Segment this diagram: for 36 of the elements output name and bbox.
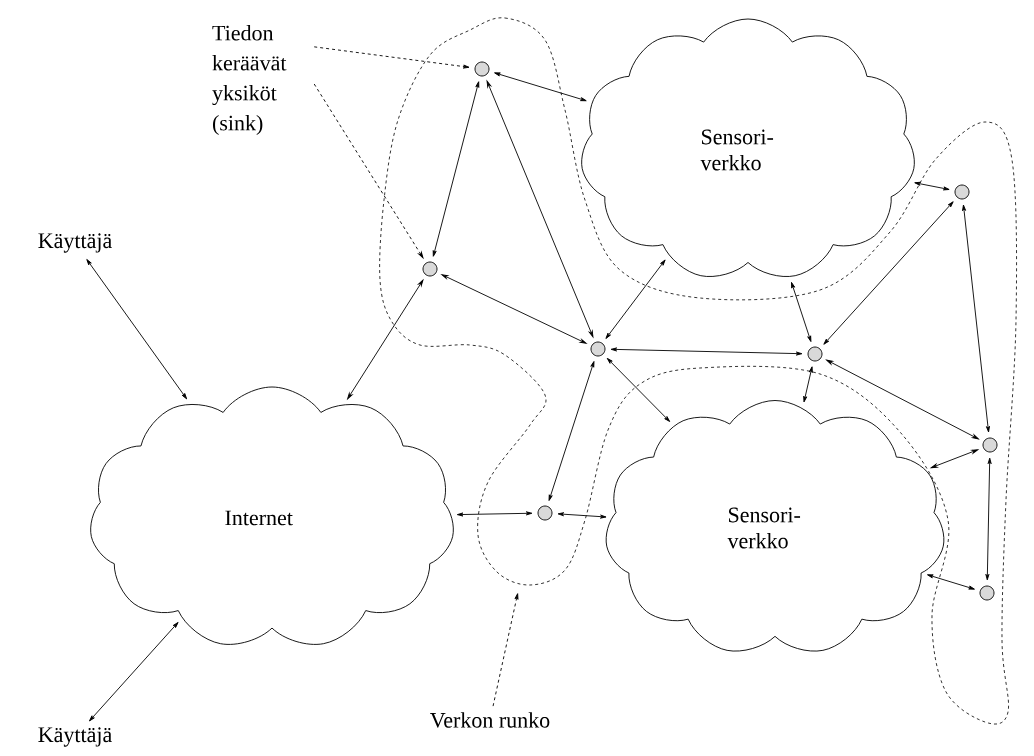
leader-line xyxy=(492,593,519,707)
sink-circle xyxy=(954,184,970,200)
arrow xyxy=(441,274,587,344)
arrow xyxy=(86,259,188,400)
arrow xyxy=(494,72,587,102)
arrow xyxy=(347,279,424,400)
arrow xyxy=(962,204,990,433)
arrow xyxy=(548,361,595,501)
arrow xyxy=(823,201,954,345)
arrow xyxy=(605,259,666,339)
sink-circle xyxy=(422,261,438,277)
arrow xyxy=(89,621,179,722)
leader-line xyxy=(313,46,470,69)
annotation-text: Käyttäjä xyxy=(38,233,112,253)
arrow xyxy=(985,457,992,581)
arrow xyxy=(486,80,594,338)
sink-circle xyxy=(807,346,823,362)
leader-line xyxy=(313,83,424,259)
annotation-text: Käyttäjä xyxy=(38,727,112,747)
annotation-text: Verkon runko xyxy=(430,712,550,728)
arrow xyxy=(432,81,480,257)
arrow xyxy=(557,512,607,519)
arrow xyxy=(610,347,803,356)
arrow xyxy=(914,181,950,191)
sink-circle xyxy=(982,437,998,453)
sink-circle xyxy=(590,341,606,357)
arrow xyxy=(456,511,533,517)
arrow xyxy=(930,449,979,469)
arrow xyxy=(826,359,979,440)
annotation-text: Tiedon keräävät yksiköt (sink) xyxy=(212,25,287,135)
arrow xyxy=(927,574,975,590)
sink-circle xyxy=(979,585,995,601)
arrow xyxy=(606,357,671,422)
arrow xyxy=(791,281,812,342)
arrow xyxy=(803,366,813,403)
sink-circle xyxy=(537,505,553,521)
